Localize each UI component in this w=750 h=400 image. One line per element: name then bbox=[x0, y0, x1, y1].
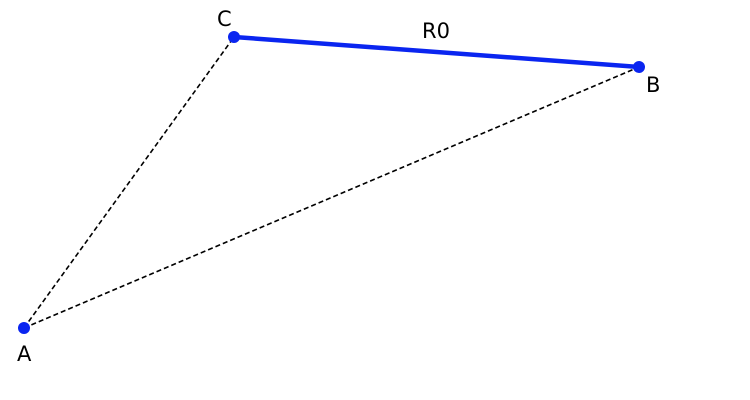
edge-c-b bbox=[231, 34, 642, 70]
edge-a-b bbox=[23, 66, 640, 329]
point-label-a: A bbox=[17, 342, 32, 366]
edge-label-r0: R0 bbox=[422, 19, 450, 43]
edge-a-c bbox=[23, 36, 235, 329]
point-b[interactable] bbox=[633, 61, 645, 73]
point-a[interactable] bbox=[18, 322, 30, 334]
point-label-b: B bbox=[646, 73, 660, 97]
point-c[interactable] bbox=[228, 31, 240, 43]
point-label-c: C bbox=[217, 7, 232, 31]
